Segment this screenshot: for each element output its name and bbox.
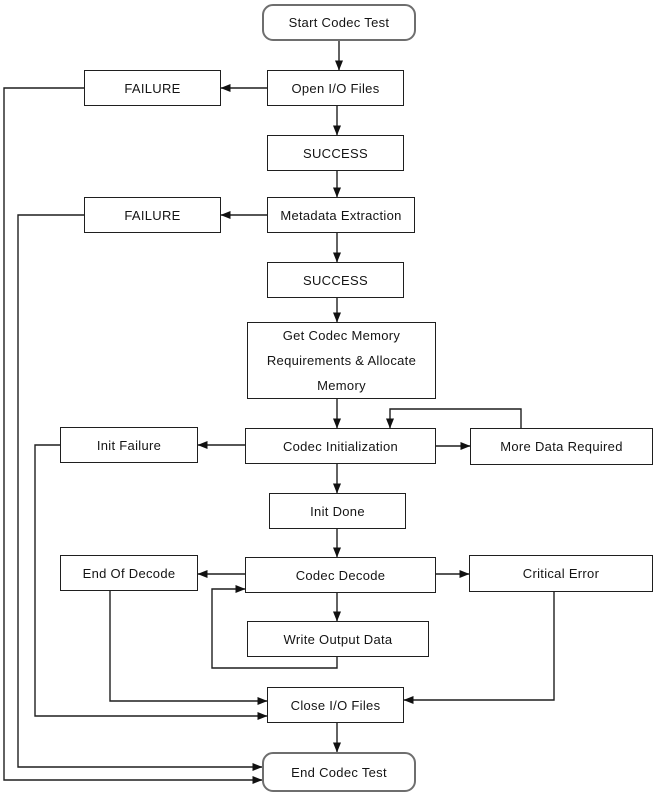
node-get-codec-memory: Get Codec Memory Requirements & Allocate… [247, 322, 436, 399]
node-critical-error: Critical Error [469, 555, 653, 592]
edge-init-failure-to-close-io [34, 444, 268, 720]
node-init-failure: Init Failure [60, 427, 198, 463]
node-write-output-data: Write Output Data [247, 621, 429, 657]
node-end: End Codec Test [262, 752, 416, 792]
node-close-io-files-label: Close I/O Files [290, 697, 381, 713]
node-write-output-data-label: Write Output Data [283, 631, 393, 647]
node-init-done-label: Init Done [310, 503, 365, 519]
edge-end-of-decode-to-close-io [109, 591, 268, 705]
node-failure-open-label: FAILURE [124, 80, 181, 96]
node-critical-error-label: Critical Error [522, 566, 600, 581]
edge-failure-open-to-end [3, 87, 263, 784]
node-success-metadata-label: SUCCESS [303, 272, 368, 288]
node-start-label: Start Codec Test [288, 15, 390, 30]
node-success-open: SUCCESS [267, 135, 404, 171]
node-open-io-files: Open I/O Files [267, 70, 404, 106]
node-failure-metadata-label: FAILURE [124, 207, 181, 223]
node-more-data-required-label: More Data Required [500, 439, 623, 454]
node-success-metadata: SUCCESS [267, 262, 404, 298]
node-success-open-label: SUCCESS [303, 145, 368, 161]
node-get-codec-memory-label: Get Codec Memory Requirements & Allocate… [266, 328, 417, 393]
edge-failure-metadata-to-end [17, 214, 263, 771]
node-codec-initialization-label: Codec Initialization [282, 438, 399, 454]
node-codec-initialization: Codec Initialization [245, 428, 436, 464]
node-metadata-extraction: Metadata Extraction [267, 197, 415, 233]
node-failure-open: FAILURE [84, 70, 221, 106]
node-init-failure-label: Init Failure [96, 437, 162, 453]
node-start: Start Codec Test [262, 4, 416, 41]
node-codec-decode: Codec Decode [245, 557, 436, 593]
node-more-data-required: More Data Required [470, 428, 653, 465]
edge-write-output-loop-to-codec-decode [211, 585, 338, 669]
node-end-label: End Codec Test [291, 764, 387, 780]
node-failure-metadata: FAILURE [84, 197, 221, 233]
node-metadata-extraction-label: Metadata Extraction [280, 207, 402, 223]
node-init-done: Init Done [269, 493, 406, 529]
edge-more-data-loop-to-codec-init [386, 408, 522, 429]
node-end-of-decode-label: End Of Decode [82, 565, 176, 581]
node-codec-decode-label: Codec Decode [295, 567, 386, 583]
node-open-io-files-label: Open I/O Files [291, 80, 380, 96]
node-close-io-files: Close I/O Files [267, 687, 404, 723]
edge-critical-error-to-close-io [403, 592, 555, 704]
node-end-of-decode: End Of Decode [60, 555, 198, 591]
